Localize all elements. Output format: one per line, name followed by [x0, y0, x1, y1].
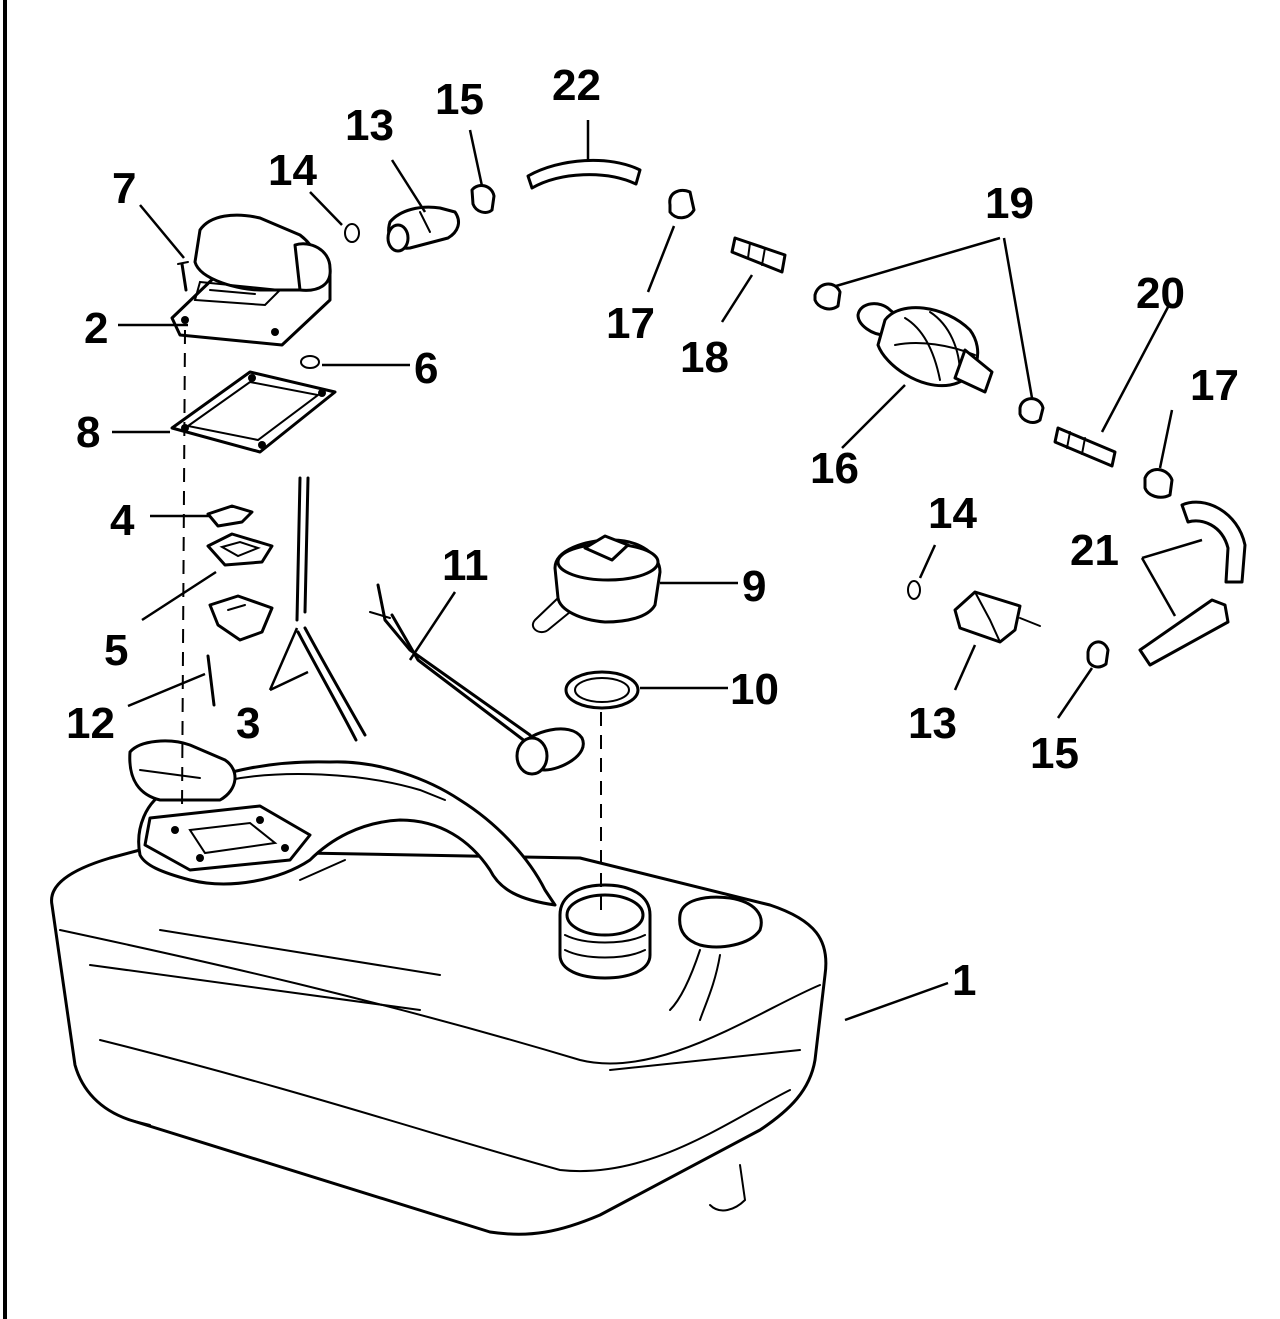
callout-19: 19 — [985, 179, 1034, 228]
callout-14-top: 14 — [268, 146, 317, 195]
callout-11: 11 — [442, 541, 489, 590]
gasket — [170, 370, 337, 454]
callout-21: 21 — [1070, 526, 1119, 575]
callout-22: 22 — [552, 61, 601, 110]
callout-4: 4 — [110, 496, 135, 545]
clamp-19-left — [813, 282, 842, 311]
screw — [177, 261, 189, 292]
fitting-20 — [1053, 426, 1117, 468]
callout-5: 5 — [104, 626, 128, 675]
callout-13-right: 13 — [908, 699, 957, 748]
callout-18: 18 — [680, 333, 729, 382]
fuel-cap — [531, 534, 662, 634]
fitting-18 — [730, 236, 787, 274]
pickup-tube — [295, 476, 367, 742]
connector-13-top — [386, 205, 460, 253]
callout-10: 10 — [730, 665, 779, 714]
o-ring-14-right — [907, 580, 921, 600]
hose-22 — [526, 158, 642, 190]
seal-4 — [206, 504, 254, 528]
callout-9: 9 — [742, 562, 766, 611]
callout-13-top: 13 — [345, 101, 394, 150]
float-arm — [369, 583, 585, 776]
callout-16: 16 — [810, 444, 859, 493]
callout-20: 20 — [1136, 269, 1185, 318]
hose-21 — [1138, 500, 1247, 667]
callout-17-top: 17 — [606, 299, 655, 348]
callout-17-right: 17 — [1190, 361, 1239, 410]
callout-8: 8 — [76, 408, 100, 457]
pickup-housing — [170, 213, 332, 347]
primer-bulb — [856, 302, 994, 394]
callout-12: 12 — [66, 699, 115, 748]
callout-14-right: 14 — [928, 489, 977, 538]
screw-12 — [206, 654, 216, 707]
connector-13-right — [953, 590, 1041, 644]
grommet-5 — [206, 532, 274, 567]
callout-15-right: 15 — [1030, 729, 1079, 778]
callout-3: 3 — [236, 699, 260, 748]
fuel-tank — [50, 739, 828, 1236]
clamp-17-top — [668, 189, 696, 220]
callout-15-top: 15 — [435, 75, 484, 124]
o-ring-6 — [300, 355, 320, 369]
clamp-15-top — [470, 183, 496, 214]
clamp-15-right — [1086, 640, 1110, 669]
assembly-line-left — [181, 329, 186, 811]
leader-lines — [112, 120, 1203, 1022]
clamp-17-right — [1143, 468, 1174, 499]
callout-2: 2 — [84, 304, 108, 353]
cap-gasket — [564, 670, 640, 710]
callout-1: 1 — [952, 956, 976, 1005]
callout-7: 7 — [112, 164, 136, 213]
o-ring-14-top — [344, 223, 360, 243]
clamp-19-right — [1018, 397, 1045, 424]
bracket-12-mount — [208, 594, 274, 642]
callout-6: 6 — [414, 344, 438, 393]
